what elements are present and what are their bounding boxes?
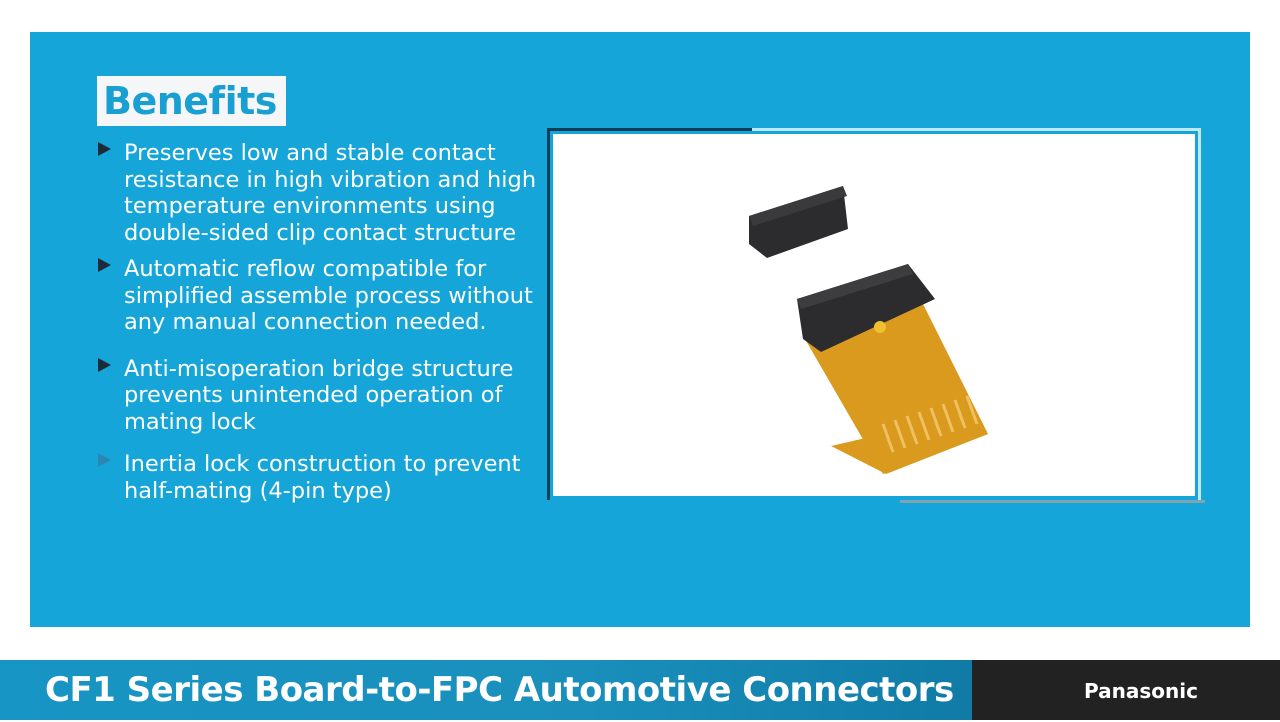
- bullet-triangle-icon: [98, 142, 111, 156]
- benefit-item: Preserves low and stable contact resista…: [98, 140, 548, 246]
- image-frame: [547, 128, 1205, 503]
- footer-title: CF1 Series Board-to-FPC Automotive Conne…: [0, 660, 972, 720]
- benefit-list: Preserves low and stable contact resista…: [98, 140, 548, 514]
- product-image: [553, 134, 1195, 496]
- benefit-text: Automatic reflow compatible for simplifi…: [124, 256, 533, 335]
- bullet-triangle-icon: [98, 258, 111, 272]
- benefit-text: Anti-misoperation bridge structure preve…: [124, 355, 514, 435]
- bullet-triangle-icon: [98, 357, 111, 372]
- benefit-text: Inertia lock construction to prevent hal…: [124, 451, 521, 504]
- slide-heading: Benefits: [97, 76, 286, 126]
- benefit-item: Anti-misoperation bridge structure preve…: [98, 356, 548, 436]
- brand-logo: Panasonic: [972, 660, 1280, 720]
- benefit-text: Preserves low and stable contact resista…: [124, 140, 537, 246]
- benefit-item: Inertia lock construction to prevent hal…: [98, 451, 548, 504]
- connector-illustration: [749, 186, 988, 474]
- bullet-triangle-icon: [98, 453, 111, 467]
- benefit-item: Automatic reflow compatible for simplifi…: [98, 256, 548, 336]
